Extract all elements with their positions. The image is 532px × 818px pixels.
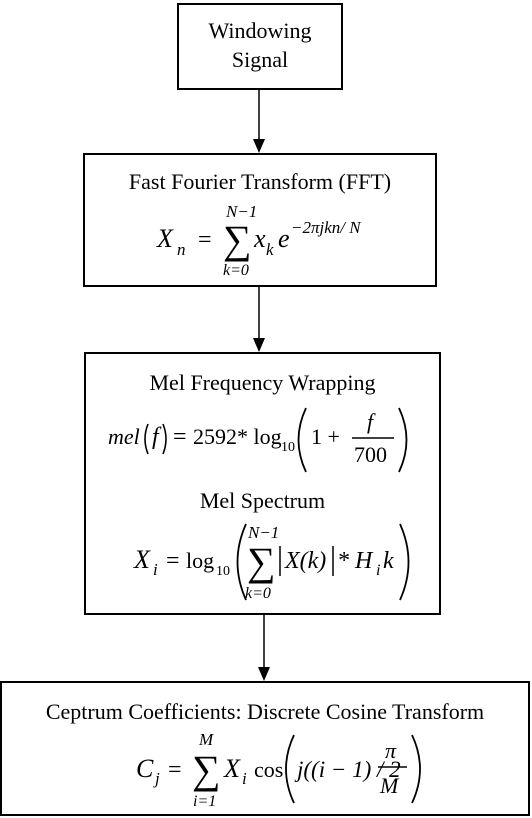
formula-dct: C j = M ∑ i=1 X i cos j((i − 1) / 2 π M — [136, 730, 421, 810]
fft-sum-symbol: ∑ — [223, 217, 252, 262]
fft-term-sub: k — [266, 240, 274, 259]
fft-exp-base: e — [278, 224, 290, 253]
fft-equals: = — [198, 227, 212, 253]
fft-sum-lower: k=0 — [223, 262, 249, 279]
dct-sum-symbol: ∑ — [192, 747, 221, 792]
mel-spectrum-lhs: X — [133, 545, 151, 574]
formula-mel-spectrum: X i = log 10 N−1 ∑ k=0 X(k) * H i k — [133, 523, 410, 602]
node-windowing-signal: Windowing Signal — [177, 3, 343, 90]
node-mel-title: Mel Frequency Wrapping — [149, 370, 376, 395]
fft-sum-upper: N−1 — [225, 202, 257, 221]
formula-mel: mel f = 2592* log 10 1 + f 700 — [108, 407, 408, 473]
fft-lhs: X — [156, 224, 174, 253]
mel-spectrum-sum-lower: k=0 — [245, 585, 271, 602]
node-fft: Fast Fourier Transform (FFT) X n = N−1 ∑… — [83, 153, 437, 287]
dct-lhs-sub: j — [153, 769, 160, 788]
mel-lhs: mel — [108, 424, 140, 449]
formula-fft: X n = N−1 ∑ k=0 x k e −2πjkn/ N — [156, 202, 362, 279]
node-mel: Mel Frequency Wrapping mel f = 2592* log… — [84, 352, 441, 615]
mel-equals: = — [173, 424, 187, 450]
mel-spectrum-log-sub: 10 — [216, 564, 230, 579]
dct-equals: = — [168, 757, 182, 783]
mel-spectrum-inner: X(k) — [284, 548, 326, 574]
dct-arg: j((i − 1) / 2 — [294, 757, 401, 782]
node-windowing-title-line-2: Signal — [231, 47, 289, 72]
dct-cos: cos — [254, 757, 283, 782]
node-fft-title: Fast Fourier Transform (FFT) — [128, 169, 392, 194]
mel-frac-num: f — [367, 409, 376, 434]
dct-frac-den: M — [379, 773, 400, 798]
fft-lhs-sub: n — [177, 240, 186, 259]
dct-sum-lower: i=1 — [193, 793, 216, 810]
mel-coef: 2592* log — [193, 424, 282, 449]
node-windowing-title-line-1: Windowing — [208, 18, 312, 43]
node-mel-subtitle: Mel Spectrum — [199, 488, 326, 513]
mel-spectrum-mult: * H — [337, 548, 374, 574]
mel-arg: f — [152, 424, 162, 450]
dct-term-sub: i — [242, 769, 247, 788]
mel-spectrum-sum-upper: N−1 — [247, 523, 279, 542]
mel-frac-den: 700 — [354, 442, 387, 467]
mel-spectrum-log: log — [186, 548, 214, 573]
node-dct: Ceptrum Coefficients: Discrete Cosine Tr… — [0, 681, 530, 816]
dct-term: X — [223, 754, 241, 783]
mel-spectrum-sum-symbol: ∑ — [247, 539, 276, 584]
arrow-mel-to-dct — [258, 615, 270, 681]
dct-sum-upper: M — [198, 730, 214, 749]
mel-spectrum-lhs-sub: i — [153, 560, 158, 579]
mel-log-sub: 10 — [281, 440, 295, 455]
mel-one-plus: 1 + — [311, 424, 340, 449]
arrow-windowing-to-fft — [253, 90, 265, 153]
node-dct-title: Ceptrum Coefficients: Discrete Cosine Tr… — [45, 699, 485, 724]
fft-exponent: −2πjkn/ N — [291, 218, 362, 237]
mel-spectrum-k: k — [383, 548, 394, 574]
mel-spectrum-equals: = — [166, 548, 180, 574]
arrow-fft-to-mel — [253, 287, 265, 352]
mel-spectrum-h-sub: i — [376, 562, 380, 579]
dct-frac-num: π — [385, 738, 397, 763]
dct-lhs: C — [136, 754, 154, 783]
fft-term: x — [253, 224, 266, 253]
